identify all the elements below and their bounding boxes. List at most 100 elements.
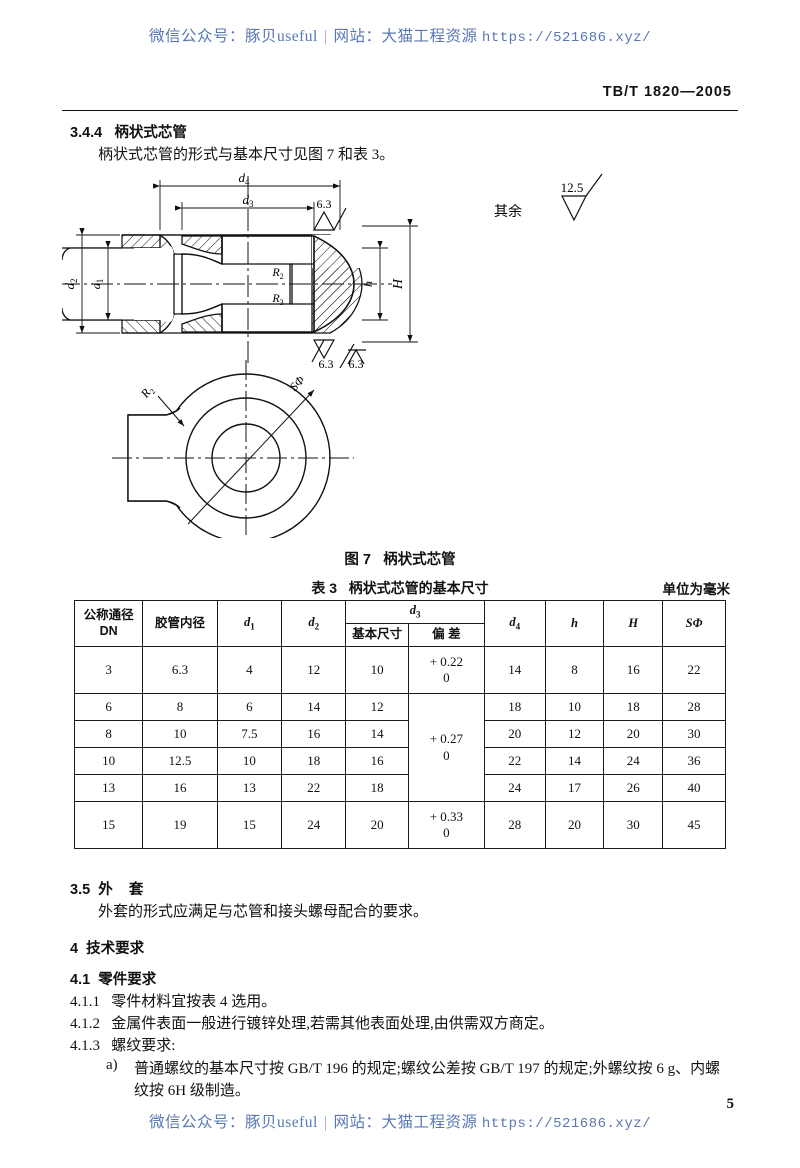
section-3-5-heading: 3.5 外 套 (70, 878, 143, 899)
roughness-symbol-other (561, 173, 603, 222)
cell-dn: 15 (73, 801, 144, 849)
clause-4-1-1: 4.1.1 零件材料宜按表 4 选用。 (70, 994, 277, 1010)
section-3-4-4-number: 3.4.4 (70, 125, 103, 141)
cell-sphi: 45 (662, 801, 726, 849)
dim-label-d3: d3 (243, 192, 255, 209)
cell-d4: 22 (483, 747, 546, 775)
table-3-number: 表 3 (311, 580, 337, 596)
header-sphi: SΦ (662, 600, 726, 647)
cell-hose-id: 16 (142, 774, 218, 802)
cell-H: 20 (603, 720, 664, 748)
cell-hose-id: 12.5 (142, 747, 218, 775)
table-row: 8 10 7.5 16 14 20 12 20 30 (73, 720, 726, 748)
cell-sphi: 22 (662, 646, 726, 694)
watermark-footer-url: https://521686.xyz/ (481, 1116, 652, 1132)
section-4-1-number: 4.1 (70, 972, 91, 988)
diameter-label-sphi: SΦ (287, 373, 308, 394)
header-d2: d2 (281, 600, 347, 647)
watermark-site-name: 大猫工程资源 (381, 28, 478, 45)
table-row: 3 6.3 4 12 10 + 0.22 0 14 8 16 22 (73, 646, 726, 694)
cell-d3-basic: 16 (345, 747, 409, 775)
watermark-url: https://521686.xyz/ (481, 30, 652, 46)
roughness-value-bottom: 6.3 (319, 357, 334, 371)
roughness-symbol-endview (339, 343, 366, 369)
roughness-symbol-top (312, 207, 347, 231)
cell-d1: 10 (216, 747, 283, 775)
radius-label-R2: R2 (271, 265, 283, 281)
watermark-footer-site-name: 大猫工程资源 (381, 1114, 478, 1131)
header-d4: d4 (483, 600, 546, 647)
cell-h: 17 (544, 774, 605, 802)
header-d3-group: d3 (345, 600, 485, 624)
cell-d3-deviation: + 0.33 0 (407, 801, 485, 849)
cell-H: 30 (603, 801, 664, 849)
cell-h: 10 (544, 693, 605, 721)
watermark-header: 微信公众号：豚贝useful|网站：大猫工程资源 https://521686.… (0, 24, 800, 46)
dim-label-h: h (361, 281, 375, 287)
section-4-heading: 4 技术要求 (70, 937, 144, 958)
radius-label-R2-endview: R2 (137, 383, 157, 403)
cell-d2: 14 (281, 693, 347, 721)
table-3-title: 表 3 柄状式芯管的基本尺寸 (0, 578, 800, 598)
roughness-value-endview: 6.3 (349, 357, 364, 371)
radius-label-R3: R3 (271, 291, 283, 307)
cell-d3-basic: 10 (345, 646, 409, 694)
cell-d1: 6 (216, 693, 283, 721)
figure-7-svg: d4 d3 d2 (58, 170, 603, 556)
other-surfaces-label: 其余 (494, 203, 522, 220)
header-h: h (544, 600, 605, 647)
dim-label-d1: d1 (89, 279, 105, 290)
dim-label-d4: d4 (239, 170, 251, 187)
table-header-row-1: 公称通径 DN 胶管内径 d1 d2 d3 d4 h H SΦ (73, 600, 726, 647)
section-3-5-title: 外 套 (98, 882, 144, 898)
cell-H: 16 (603, 646, 664, 694)
cell-H: 24 (603, 747, 664, 775)
section-4-1-heading: 4.1 零件要求 (70, 968, 156, 989)
cell-d2: 16 (281, 720, 347, 748)
dim-label-H: H (391, 278, 406, 290)
watermark-footer-site-label: 网站： (333, 1114, 382, 1131)
cell-d1: 13 (216, 774, 283, 802)
figure-7-number: 图 7 (344, 552, 371, 568)
cell-sphi: 28 (662, 693, 726, 721)
cell-sphi: 36 (662, 747, 726, 775)
standard-number: TB/T 1820—2005 (602, 84, 732, 100)
table-3-unit-note: 单位为毫米 (662, 582, 731, 597)
cell-h: 14 (544, 747, 605, 775)
clause-4-1-3-a-line2: 纹按 6H 级制造。 (134, 1083, 250, 1099)
section-3-4-4-body: 柄状式芯管的形式与基本尺寸见图 7 和表 3。 (98, 147, 395, 163)
dim-label-d2: d2 (62, 279, 79, 290)
cell-dn: 6 (73, 693, 144, 721)
cell-d2: 24 (281, 801, 347, 849)
section-3-5-body: 外套的形式应满足与芯管和接头螺母配合的要求。 (98, 904, 429, 920)
cell-d3-basic: 14 (345, 720, 409, 748)
cell-h: 20 (544, 801, 605, 849)
table-row: 6 8 6 14 12 + 0.27 0 18 10 18 28 (73, 693, 726, 802)
header-rule (62, 110, 738, 111)
cell-d3-basic: 18 (345, 774, 409, 802)
cell-d1: 4 (216, 646, 283, 694)
header-d1: d1 (216, 600, 283, 647)
table-row: 13 16 13 22 18 24 17 26 40 (73, 774, 726, 802)
figure-7-title: 柄状式芯管 (383, 552, 456, 568)
clause-4-1-3: 4.1.3 螺纹要求: (70, 1038, 176, 1054)
table-3-title-text: 柄状式芯管的基本尺寸 (348, 580, 489, 596)
section-4-number: 4 (70, 941, 79, 957)
other-surfaces-value: 12.5 (561, 180, 584, 195)
clause-4-1-3-a-marker: a) (106, 1057, 118, 1073)
roughness-symbol-bottom (311, 339, 336, 363)
section-4-1-title: 零件要求 (98, 972, 157, 988)
watermark-prefix: 微信公众号： (148, 28, 245, 45)
cell-d4: 18 (483, 693, 546, 721)
cell-H: 26 (603, 774, 664, 802)
cell-h: 8 (544, 646, 605, 694)
cell-d3-basic: 12 (345, 693, 409, 721)
cell-d4: 20 (483, 720, 546, 748)
cell-d4: 14 (483, 646, 546, 694)
watermark-separator: | (323, 28, 328, 45)
cell-hose-id: 10 (142, 720, 218, 748)
cell-dn: 8 (73, 720, 144, 748)
cell-sphi: 30 (662, 720, 726, 748)
figure-7-drawing: d4 d3 d2 (58, 168, 738, 556)
